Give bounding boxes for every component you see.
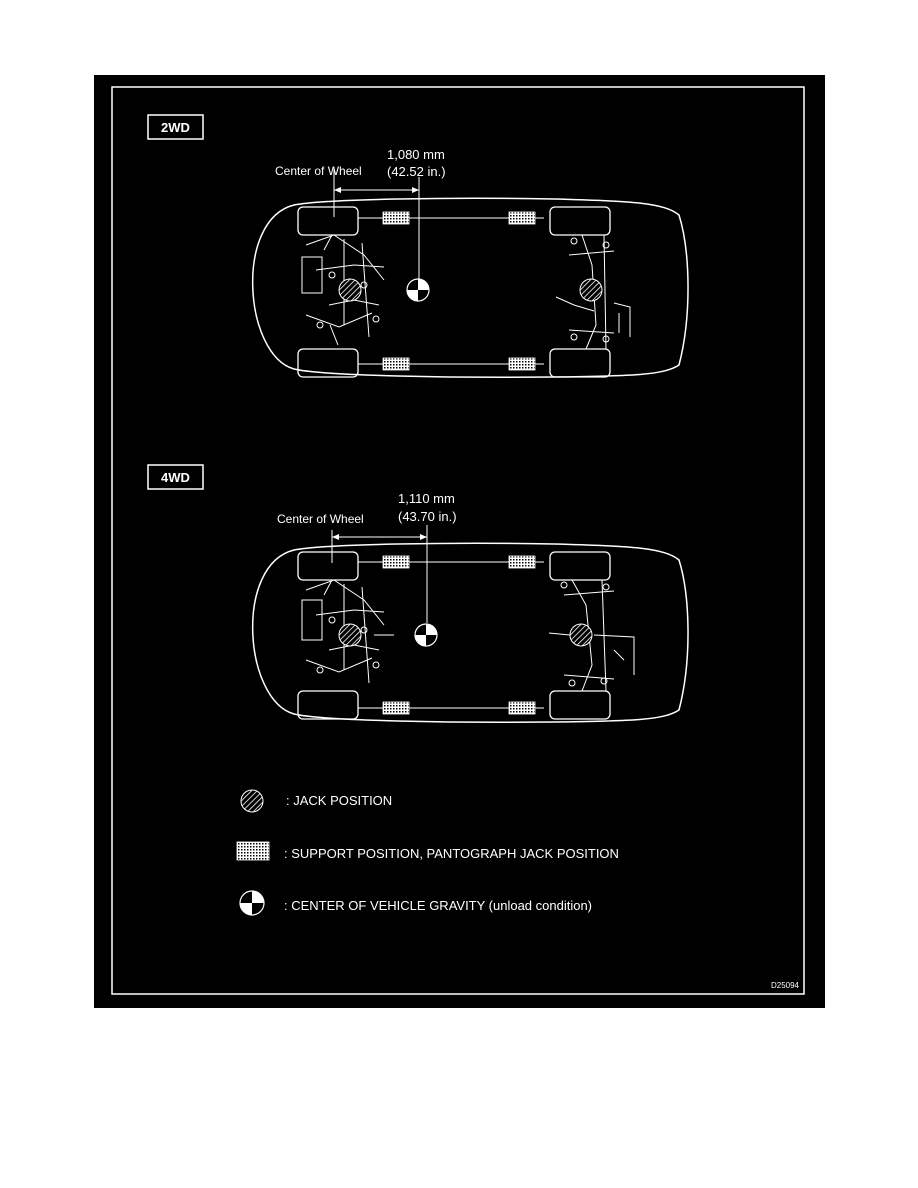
section-2wd: 2WD Center of Wheel 1,080 mm (42.52 in.) (147, 114, 689, 378)
center-of-gravity-2wd (406, 278, 430, 302)
diagram-panel: 2WD Center of Wheel 1,080 mm (42.52 in.) (94, 75, 825, 1008)
legend-jack-position-label: : JACK POSITION (286, 793, 392, 808)
section-4wd: 4WD Center of Wheel 1,110 mm (43.70 in.) (147, 464, 689, 723)
badge-2wd-box (147, 114, 204, 140)
center-of-wheel-label-4wd: Center of Wheel (277, 512, 364, 526)
distance-mm-2wd: 1,080 mm (387, 147, 445, 162)
jack-position-icon (240, 789, 264, 813)
vehicle-outline-2wd (252, 197, 689, 378)
figure-id: D25094 (771, 981, 800, 990)
center-of-gravity-4wd (414, 623, 438, 647)
center-of-wheel-label-2wd: Center of Wheel (275, 164, 362, 178)
distance-in-2wd: (42.52 in.) (387, 164, 446, 179)
distance-in-4wd: (43.70 in.) (398, 509, 457, 524)
center-of-gravity-icon (239, 890, 265, 916)
badge-4wd-box (147, 464, 204, 490)
badge-2wd: 2WD (161, 120, 190, 135)
legend-support-position-label: : SUPPORT POSITION, PANTOGRAPH JACK POSI… (284, 846, 619, 861)
badge-4wd: 4WD (161, 470, 190, 485)
legend: : JACK POSITION : SUPPORT POSITION, PANT… (236, 789, 619, 916)
distance-mm-4wd: 1,110 mm (398, 491, 455, 506)
legend-center-of-gravity-label: : CENTER OF VEHICLE GRAVITY (unload cond… (284, 898, 592, 913)
vehicle-outline-4wd (252, 542, 689, 723)
support-position-icon (236, 841, 270, 861)
diagram-frame (111, 86, 805, 995)
